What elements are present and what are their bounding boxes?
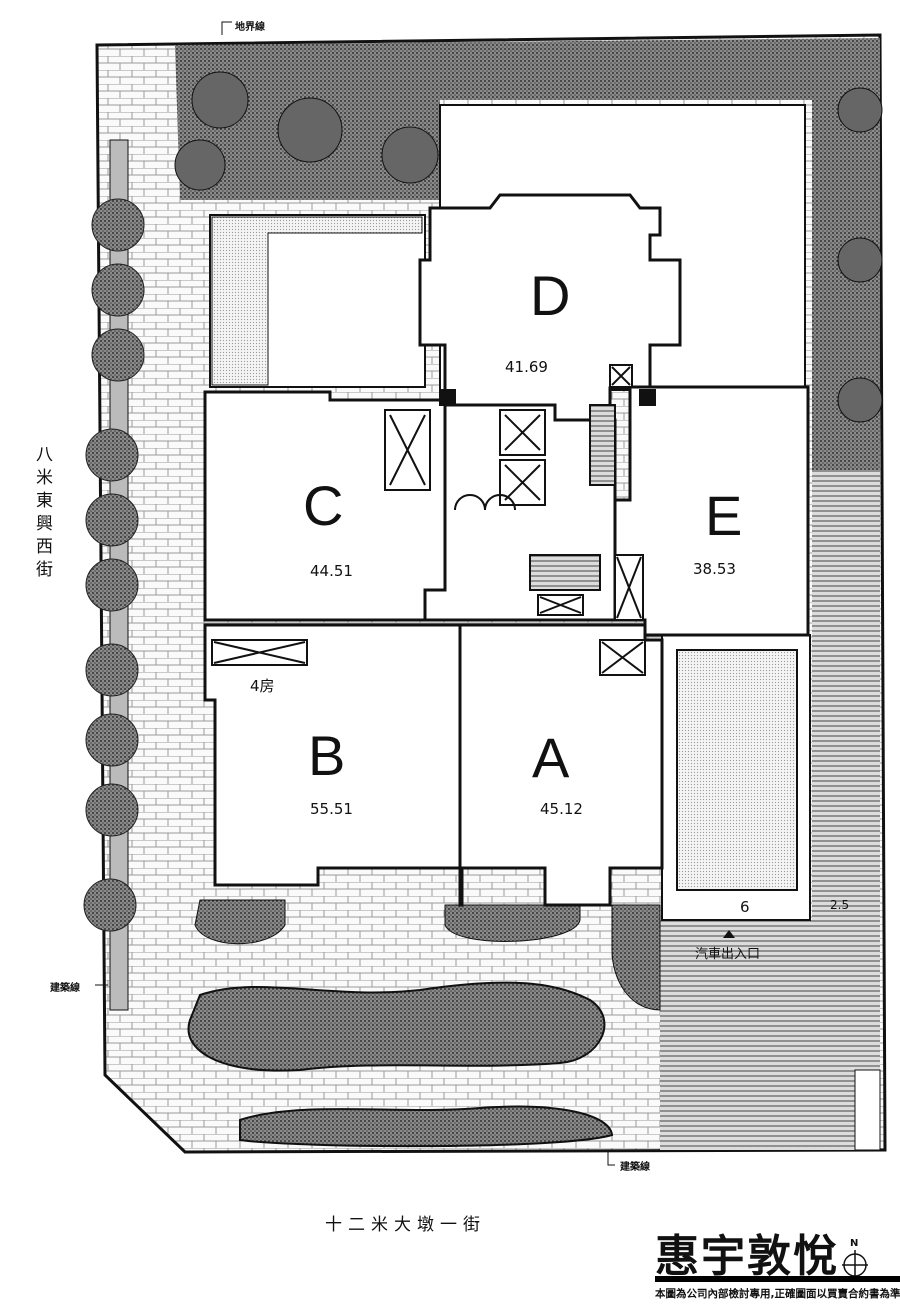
project-name: 惠宇敦悅 xyxy=(655,1231,839,1282)
unit-b-label: B xyxy=(308,724,346,787)
disclaimer: 本圖為公司內部檢討專用,正確圖面以買賣合約書為準 xyxy=(655,1288,900,1300)
entrance-arrow-icon xyxy=(723,930,735,938)
property-line-leader xyxy=(221,21,232,35)
south-street-label: 十二米大墩一街 xyxy=(325,1215,486,1235)
bench-bottom-right xyxy=(854,1069,881,1151)
unit-e-outline xyxy=(613,385,810,637)
core-details xyxy=(211,364,656,676)
building-line-left-label: 建築線 xyxy=(50,983,80,994)
west-street-label: 八米東興西街 xyxy=(32,445,52,583)
title-divider xyxy=(655,1276,900,1282)
property-line-label: 地界線 xyxy=(235,22,265,33)
unit-a-area: 45.12 xyxy=(540,800,583,818)
planter-right xyxy=(611,904,661,1011)
terrace-planter xyxy=(211,216,423,386)
unit-b-area: 55.51 xyxy=(310,800,353,818)
north-label: N xyxy=(850,1238,859,1249)
garden-bottom xyxy=(187,981,606,1072)
unit-e-label: E xyxy=(705,484,743,547)
pool xyxy=(676,649,798,891)
dimension-2-5: 2.5 xyxy=(830,898,850,912)
planter-b xyxy=(194,899,286,945)
planter-a xyxy=(444,904,581,942)
garden-top xyxy=(175,38,880,470)
unit-d-label: D xyxy=(530,264,571,327)
car-entrance-label: 汽車出入口 xyxy=(695,947,761,962)
trees-left xyxy=(83,198,145,932)
car-entrance-area xyxy=(660,920,880,1150)
unit-a-label: A xyxy=(532,726,570,789)
dimension-6: 6 xyxy=(740,898,750,916)
unit-e-area: 38.53 xyxy=(693,560,736,578)
bedroom-note: 4房 xyxy=(250,677,275,695)
unit-c-area: 44.51 xyxy=(310,562,353,580)
trees-top xyxy=(174,71,883,423)
unit-d-area: 41.69 xyxy=(505,358,548,376)
unit-c-label: C xyxy=(303,474,344,537)
unit-d-outline xyxy=(418,193,682,422)
garden-bottom-2 xyxy=(239,1105,614,1148)
building-line-bottom-label: 建築線 xyxy=(620,1162,650,1173)
building-line-leader-bottom xyxy=(607,1152,615,1166)
